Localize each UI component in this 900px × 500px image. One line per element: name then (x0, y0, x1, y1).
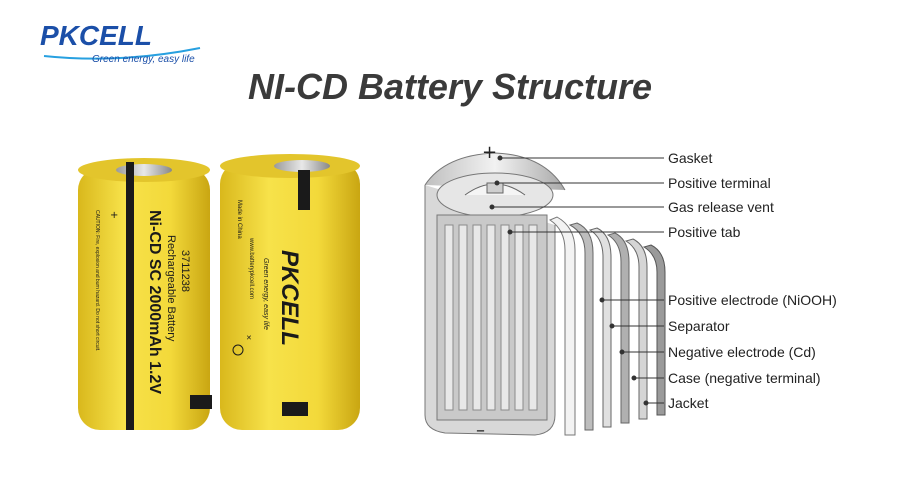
battery-left-caution: CAUTION: Fire, explosion and burn hazard… (94, 210, 100, 351)
label-gas-release-vent: Gas release vent (668, 199, 774, 215)
label-gasket: Gasket (668, 150, 713, 166)
brand-tagline: Green energy, easy life (92, 54, 195, 65)
battery-left-code: 3711238 (179, 250, 191, 292)
battery-left-sub: Rechargeable Battery (165, 235, 177, 342)
battery-right: PKCELL Green energy, easy life www.batte… (220, 154, 360, 430)
battery-left: Ni-CD SC 2000mAh 1.2V Rechargeable Batte… (78, 158, 212, 430)
brand-logo: PKCELL Green energy, easy life (40, 20, 210, 70)
battery-left-plus: + (110, 210, 118, 221)
page-title: NI-CD Battery Structure (247, 66, 653, 107)
battery-right-brand: PKCELL (276, 250, 303, 346)
cell-cutaway-diagram (424, 152, 666, 436)
battery-right-origin: Made in China (236, 200, 242, 239)
battery-right-tagline: Green energy, easy life (262, 258, 269, 330)
logo-swoosh-icon (43, 47, 201, 60)
battery-left-type: Ni-CD SC 2000mAh 1.2V (146, 210, 163, 394)
label-positive-electrode: Positive electrode (NiOOH) (668, 292, 837, 308)
label-negative-electrode: Negative electrode (Cd) (668, 344, 816, 360)
battery-right-web: www.batterypkcell.com (248, 237, 254, 299)
label-case: Case (negative terminal) (668, 370, 821, 386)
brand-name: PKCELL (40, 20, 152, 51)
label-separator: Separator (668, 318, 730, 334)
svg-text:✕: ✕ (246, 334, 252, 342)
battery-photo: Ni-CD SC 2000mAh 1.2V Rechargeable Batte… (78, 154, 360, 430)
label-positive-tab: Positive tab (668, 224, 741, 240)
recycle-icon: ✕ (232, 334, 252, 356)
negative-sign: – (476, 420, 485, 441)
label-jacket: Jacket (668, 395, 709, 411)
label-positive-terminal: Positive terminal (668, 175, 771, 191)
positive-sign: + (482, 142, 498, 163)
